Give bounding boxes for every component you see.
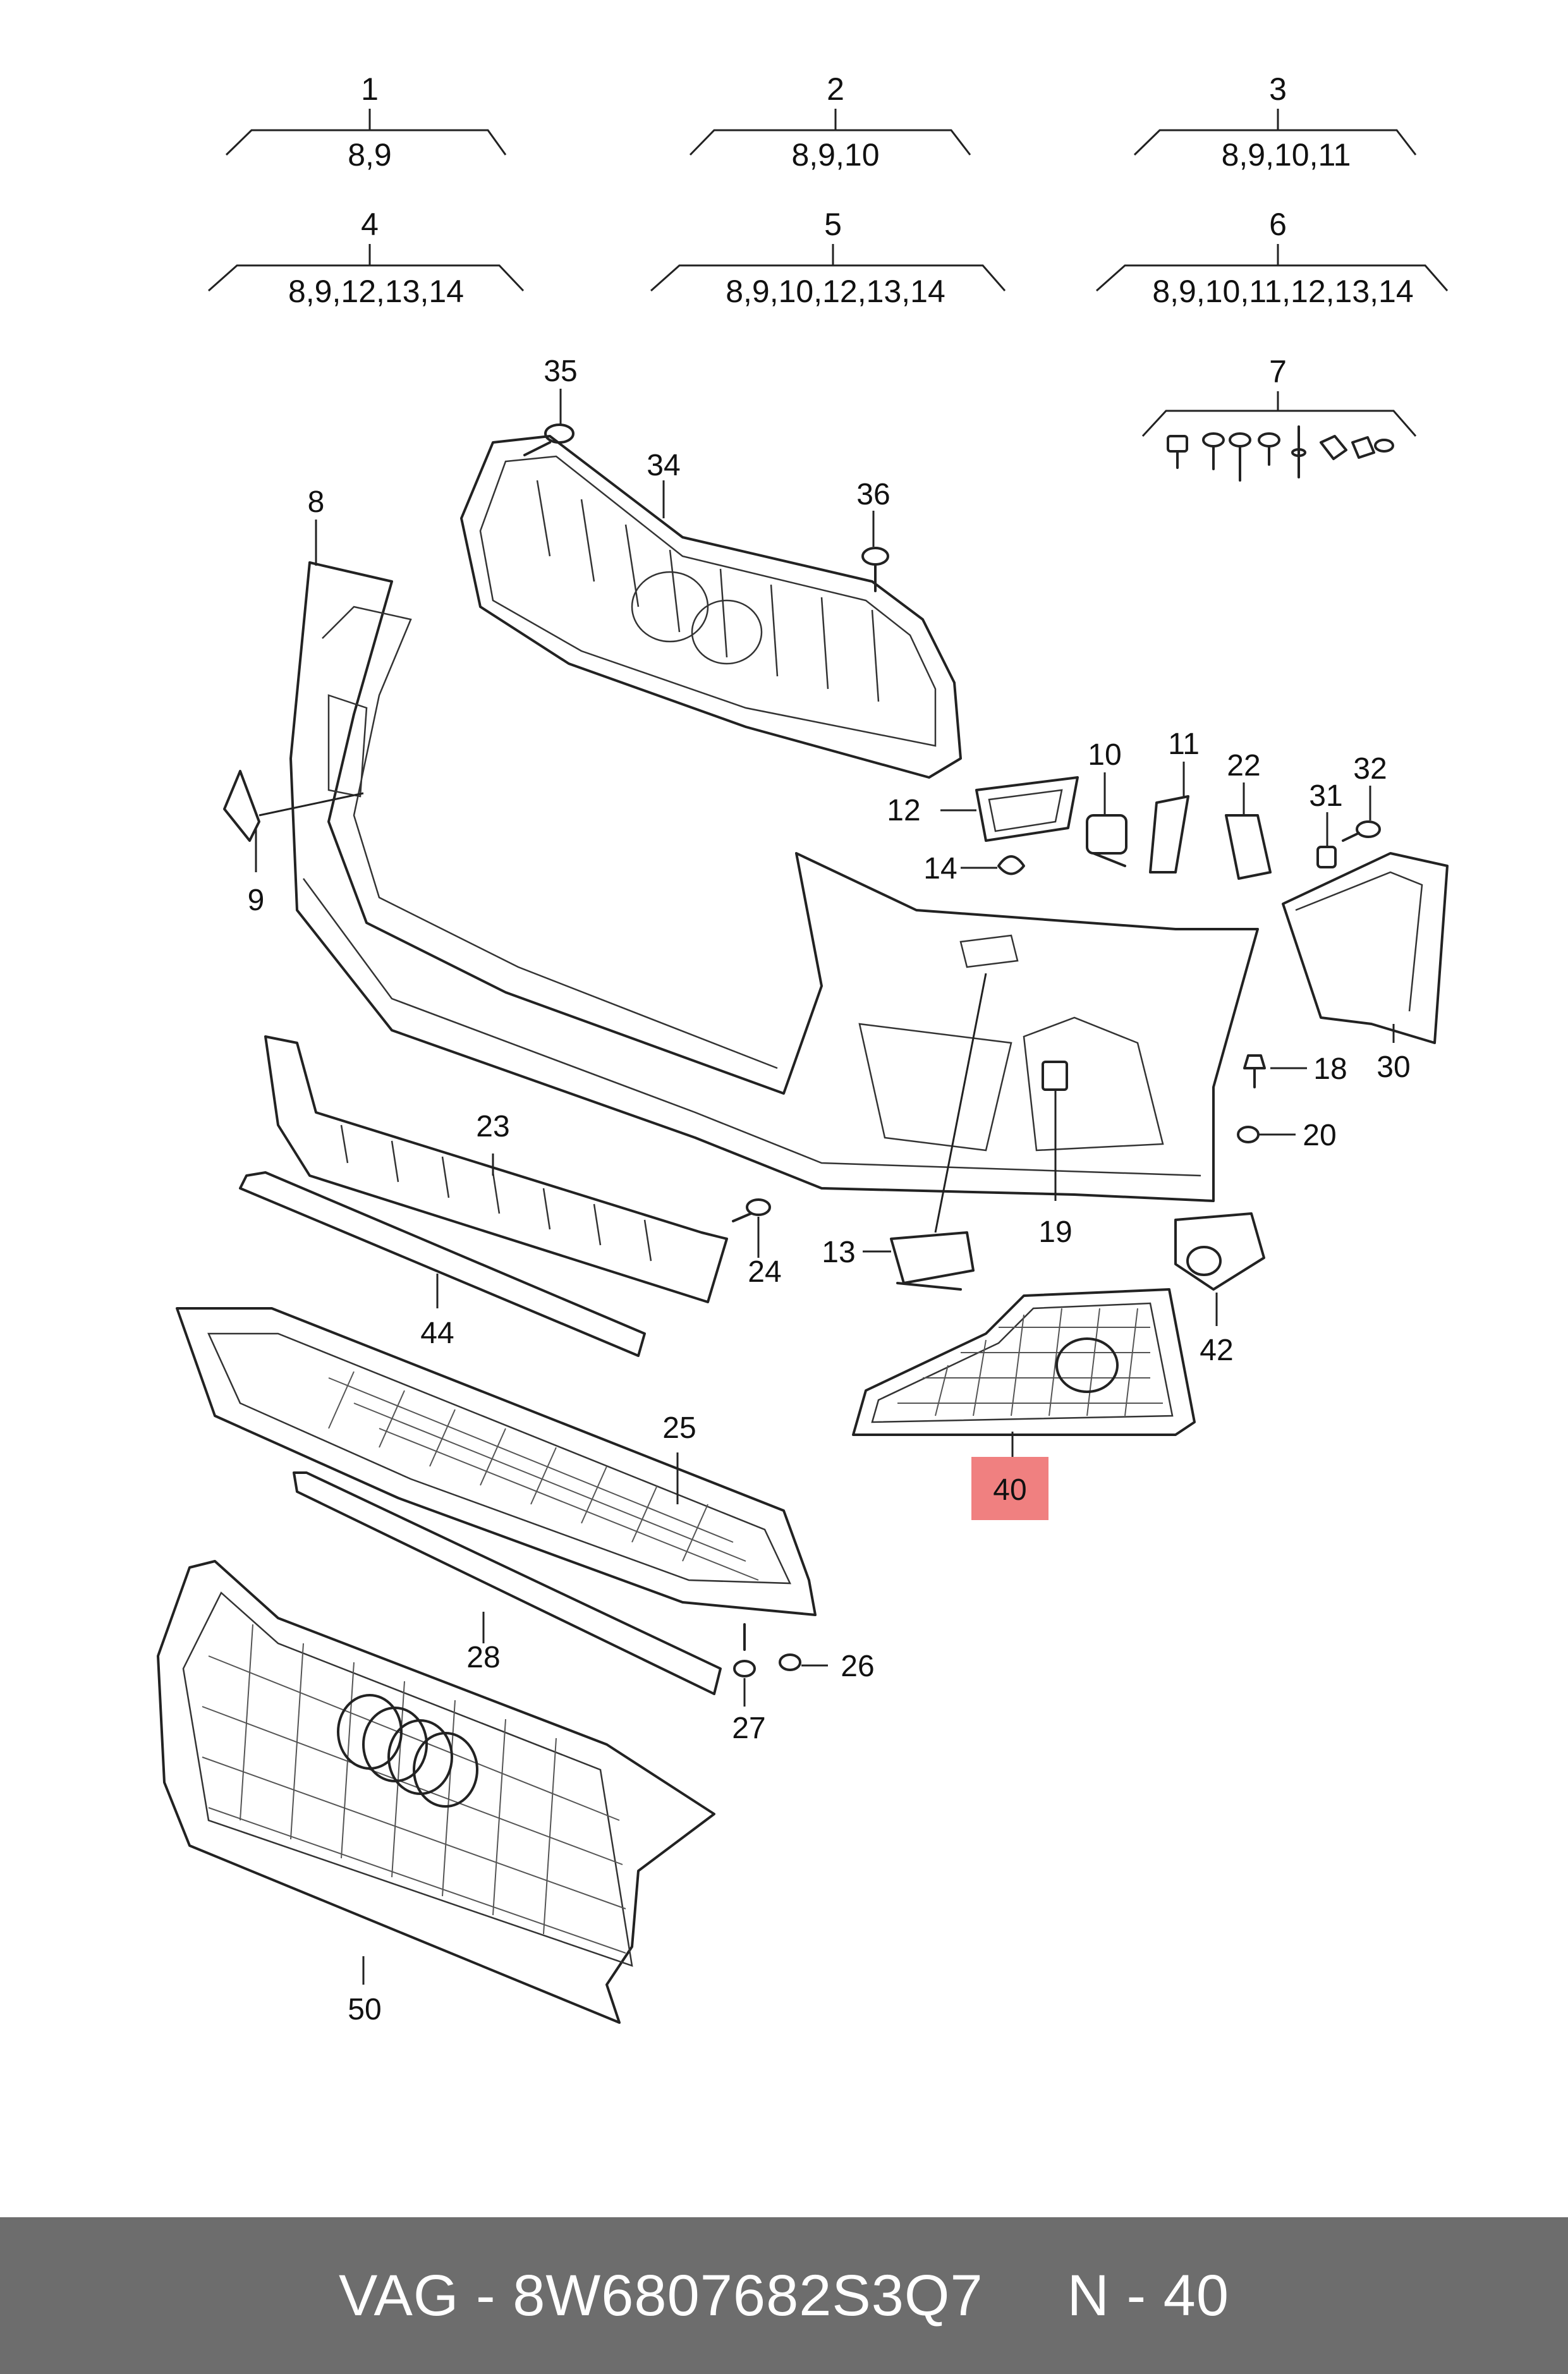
callout-11: 11 (1168, 727, 1200, 761)
group-1-number: 1 (361, 71, 379, 107)
group-4: 4 8,9,12,13,14 (208, 207, 525, 309)
callout-42: 42 (1200, 1334, 1233, 1367)
footer-part-number: 8W6807682S3Q7 (513, 2263, 983, 2328)
group-7-number: 7 (1269, 354, 1287, 389)
screw-26-icon (779, 1653, 801, 1671)
bolt-32-icon (1342, 820, 1381, 842)
group-5-number: 5 (824, 207, 842, 242)
lower-bracket-23 (264, 1035, 728, 1303)
group-1-items: 8,9 (348, 137, 392, 173)
callout-34: 34 (647, 449, 680, 482)
callout-20: 20 (1303, 1119, 1336, 1152)
callout-18: 18 (1313, 1052, 1347, 1086)
bolt-36-icon (861, 547, 889, 592)
highlight-box (971, 1457, 1048, 1520)
leader-lines (255, 389, 1395, 1985)
callout-35: 35 (544, 355, 577, 388)
clip-19-icon (1042, 1061, 1068, 1091)
screw-20-icon (1237, 1126, 1260, 1143)
callout-36: 36 (856, 478, 890, 511)
tow-cap-12-icon (975, 776, 1079, 842)
callout-44: 44 (420, 1317, 454, 1350)
group-1: 1 8,9 (225, 71, 507, 173)
callout-50: 50 (348, 1993, 381, 2026)
sensor-11-icon (1149, 795, 1189, 874)
callout-13: 13 (822, 1236, 855, 1269)
bolt-35-icon (523, 423, 574, 456)
bumper-cover (289, 561, 1259, 1202)
bracket-22-icon (1225, 814, 1272, 880)
clip-14-icon (997, 855, 1025, 875)
bracket-9-icon (223, 770, 364, 842)
footer-separator: - (459, 2263, 513, 2328)
group-6-items: 8,9,10,11,12,13,14 (1152, 274, 1413, 309)
part-number-footer: VAG - 8W6807682S3Q7 N - 40 (0, 2217, 1568, 2374)
underbody-panel-25 (176, 1307, 817, 1616)
callout-27: 27 (732, 1712, 765, 1745)
callout-26: 26 (841, 1650, 874, 1683)
hardware-set-icon (1167, 425, 1394, 482)
parts-diagram: 1 8,9 2 8,9,10 3 8,9,10,11 4 8,9,12,13,1… (157, 71, 1449, 2026)
callout-9: 9 (248, 884, 265, 917)
four-rings-logo-icon (337, 1694, 478, 1808)
callout-12: 12 (887, 794, 920, 827)
group-6-number: 6 (1269, 207, 1287, 242)
side-bracket-30 (1282, 852, 1449, 1044)
callout-22: 22 (1227, 749, 1260, 782)
group-7: 7 (1141, 354, 1417, 482)
group-5-items: 8,9,10,12,13,14 (726, 274, 945, 309)
group-4-number: 4 (361, 207, 379, 242)
callout-10: 10 (1088, 738, 1121, 772)
callout-labels: 8 9 10 11 12 13 14 18 19 20 22 23 24 25 … (248, 355, 1411, 2026)
callout-32: 32 (1353, 752, 1387, 786)
group-2-number: 2 (827, 71, 844, 107)
group-2-items: 8,9,10 (791, 137, 879, 173)
sensor-10-icon (1086, 814, 1127, 867)
bumper-support-frame (460, 435, 962, 779)
tow-cap-13-icon (890, 1231, 975, 1291)
callout-14: 14 (923, 852, 957, 886)
callout-24: 24 (748, 1255, 781, 1289)
callout-19: 19 (1038, 1215, 1072, 1249)
clip-31-icon (1316, 846, 1337, 868)
group-3: 3 8,9,10,11 (1133, 71, 1417, 173)
group-2: 2 8,9,10 (689, 71, 971, 173)
screw-27-icon (733, 1623, 756, 1677)
bolt-24-icon (732, 1198, 771, 1222)
group-3-number: 3 (1269, 71, 1287, 107)
footer-gap (983, 2263, 1067, 2329)
callout-28: 28 (466, 1641, 500, 1674)
group-6: 6 8,9,10,11,12,13,14 (1096, 207, 1449, 309)
callout-31: 31 (1309, 779, 1342, 813)
callout-25: 25 (662, 1411, 696, 1445)
group-5: 5 8,9,10,12,13,14 (650, 207, 1006, 309)
front-grille-50 (157, 1560, 715, 2024)
callout-23: 23 (476, 1110, 509, 1143)
trim-strip-44 (239, 1171, 646, 1357)
rivet-18-icon (1243, 1054, 1266, 1088)
callout-8: 8 (308, 485, 325, 519)
fog-lamp-grille-40 (852, 1288, 1196, 1436)
group-3-items: 8,9,10,11 (1222, 137, 1351, 173)
callout-40: 40 (993, 1473, 1026, 1507)
trim-strip-28 (293, 1471, 722, 1695)
footer-brand: VAG (339, 2263, 459, 2328)
callout-30: 30 (1377, 1050, 1410, 1084)
group-4-items: 8,9,12,13,14 (288, 274, 464, 309)
footer-position-label: N - 40 (1067, 2263, 1229, 2328)
bracket-42-icon (1174, 1212, 1265, 1291)
